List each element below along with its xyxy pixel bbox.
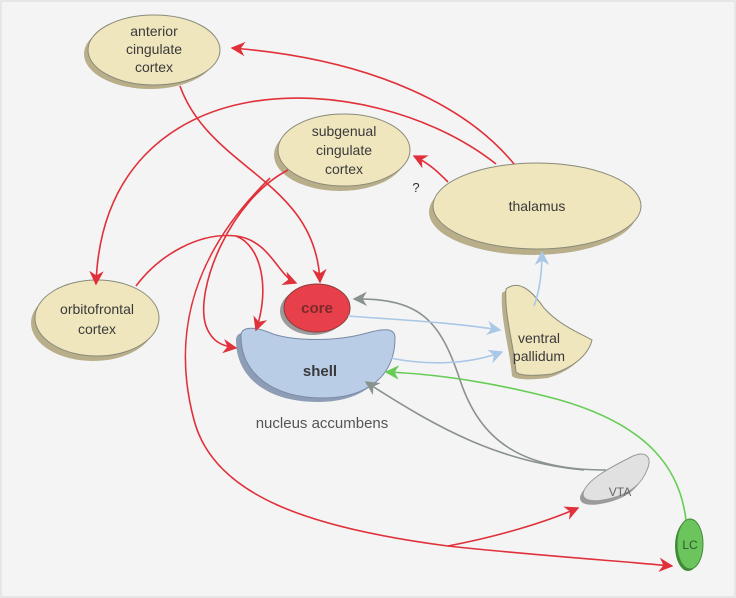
sgc-label-line1: subgenual bbox=[312, 123, 377, 139]
core-label: core bbox=[301, 300, 333, 317]
lc-label: LC bbox=[682, 538, 698, 552]
node-subgenual-cingulate-cortex: subgenual cingulate cortex bbox=[274, 113, 411, 191]
arrow-thalamus-to-sgc bbox=[412, 155, 449, 183]
sgc-label-line3: cortex bbox=[325, 161, 363, 177]
arrow-sgc-to-vta bbox=[447, 506, 580, 547]
node-anterior-cingulate-cortex: anterior cingulate cortex bbox=[84, 14, 221, 89]
nucleus-accumbens-caption: nucleus accumbens bbox=[256, 415, 389, 432]
node-thalamus: thalamus bbox=[429, 162, 642, 255]
arrow-vta-to-core bbox=[352, 291, 607, 471]
node-orbitofrontal-cortex: orbitofrontal cortex bbox=[31, 279, 160, 361]
vp-label-line2: pallidum bbox=[513, 348, 565, 364]
vp-label-line1: ventral bbox=[518, 330, 560, 346]
node-lc: LC bbox=[675, 518, 704, 571]
arrow-ofc-to-core bbox=[135, 234, 298, 287]
arrow-lc-to-shell bbox=[384, 365, 687, 521]
arrow-sgc-to-shell bbox=[202, 169, 289, 354]
arrow-ofc-to-shell bbox=[235, 235, 268, 332]
node-ventral-pallidum: ventral pallidum bbox=[501, 284, 593, 380]
ofc-label-line1: orbitofrontal bbox=[60, 301, 134, 317]
arrow-thalamus-to-acc bbox=[230, 41, 515, 165]
arrow-vp-to-thalamus bbox=[533, 250, 550, 307]
arrow-vta-to-shell bbox=[364, 381, 585, 471]
uncertain-question-mark: ? bbox=[412, 180, 419, 195]
arrow-thalamus-to-ofc bbox=[89, 97, 497, 286]
arrow-acc-to-core bbox=[179, 85, 327, 284]
acc-label-line1: anterior bbox=[130, 23, 178, 39]
node-core: core bbox=[280, 283, 351, 335]
node-shell: shell bbox=[236, 327, 396, 402]
vta-label: VTA bbox=[609, 485, 631, 499]
thalamus-label: thalamus bbox=[509, 198, 566, 214]
arrow-sgc-to-lc bbox=[184, 177, 674, 572]
arrow-shell-to-vp bbox=[389, 349, 504, 364]
acc-label-line2: cingulate bbox=[126, 41, 182, 57]
arrow-core-to-vp bbox=[347, 315, 502, 336]
shell-label: shell bbox=[303, 363, 337, 380]
node-vta: VTA bbox=[580, 453, 650, 505]
sgc-label-line2: cingulate bbox=[316, 142, 372, 158]
acc-label-line3: cortex bbox=[135, 59, 173, 75]
ofc-label-line2: cortex bbox=[78, 321, 116, 337]
